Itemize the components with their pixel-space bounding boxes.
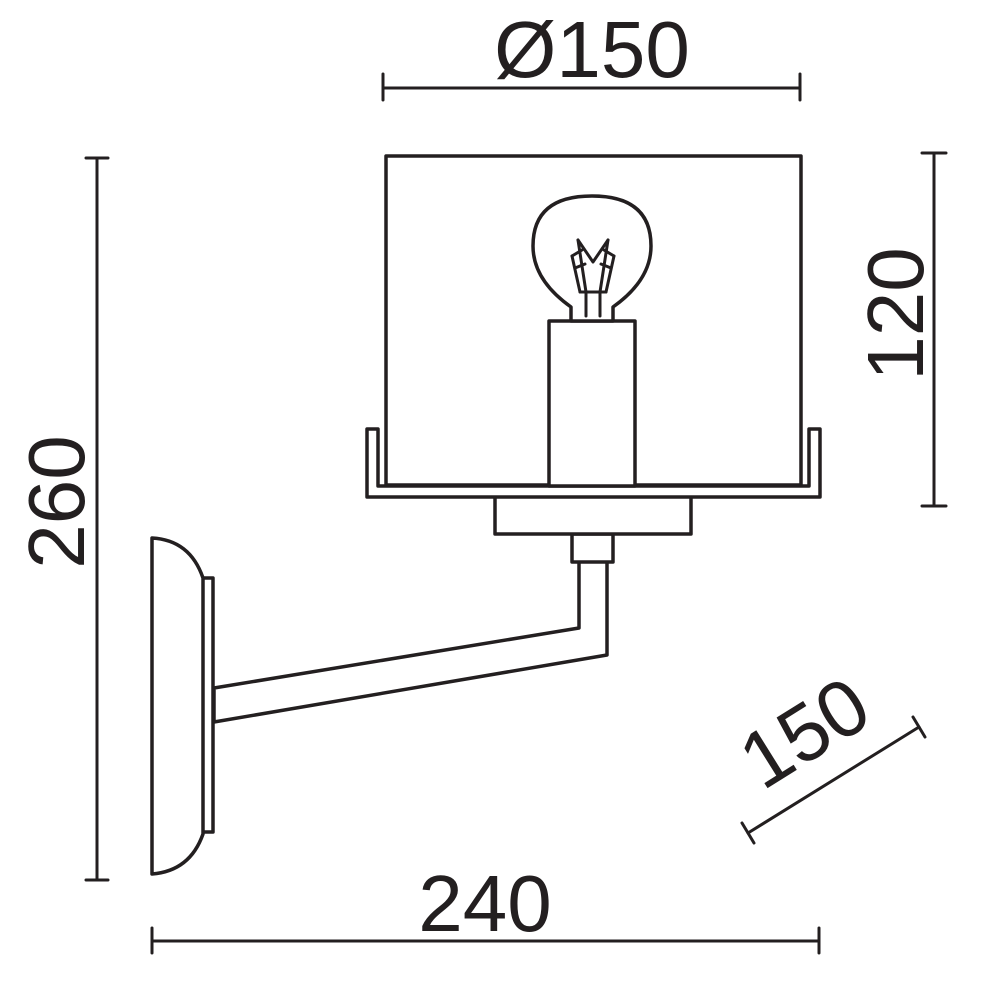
dimension-tick-diagonal-start xyxy=(740,821,756,845)
bulb-filament-icon xyxy=(570,238,616,318)
bulb-socket xyxy=(547,319,637,488)
wall-backplate xyxy=(150,536,215,876)
shade-base-tray xyxy=(365,427,822,499)
holder-block xyxy=(493,494,693,536)
connector-knuckle xyxy=(570,532,615,564)
dimension-label-shade-diameter: Ø150 xyxy=(494,5,690,94)
dimension-backplate-depth: 150 xyxy=(724,660,927,845)
lamp-connector xyxy=(493,494,693,564)
dimension-label-total-height: 260 xyxy=(12,435,101,568)
dimension-label-projection: 240 xyxy=(418,859,551,948)
lamp-bulb xyxy=(531,194,653,488)
dimension-line-diagonal xyxy=(746,725,921,835)
dimension-shade-height: 120 xyxy=(851,151,948,508)
dimension-total-height: 260 xyxy=(12,156,110,882)
dimension-shade-diameter: Ø150 xyxy=(381,5,802,102)
lamp-arm xyxy=(212,558,609,724)
dimension-label-backplate-depth: 150 xyxy=(724,660,884,806)
dimension-tick-diagonal-end xyxy=(911,715,927,739)
dimension-label-shade-height: 120 xyxy=(851,247,940,380)
dimension-projection: 240 xyxy=(150,859,821,955)
arm-tube xyxy=(212,558,609,724)
backplate-body xyxy=(150,536,205,876)
